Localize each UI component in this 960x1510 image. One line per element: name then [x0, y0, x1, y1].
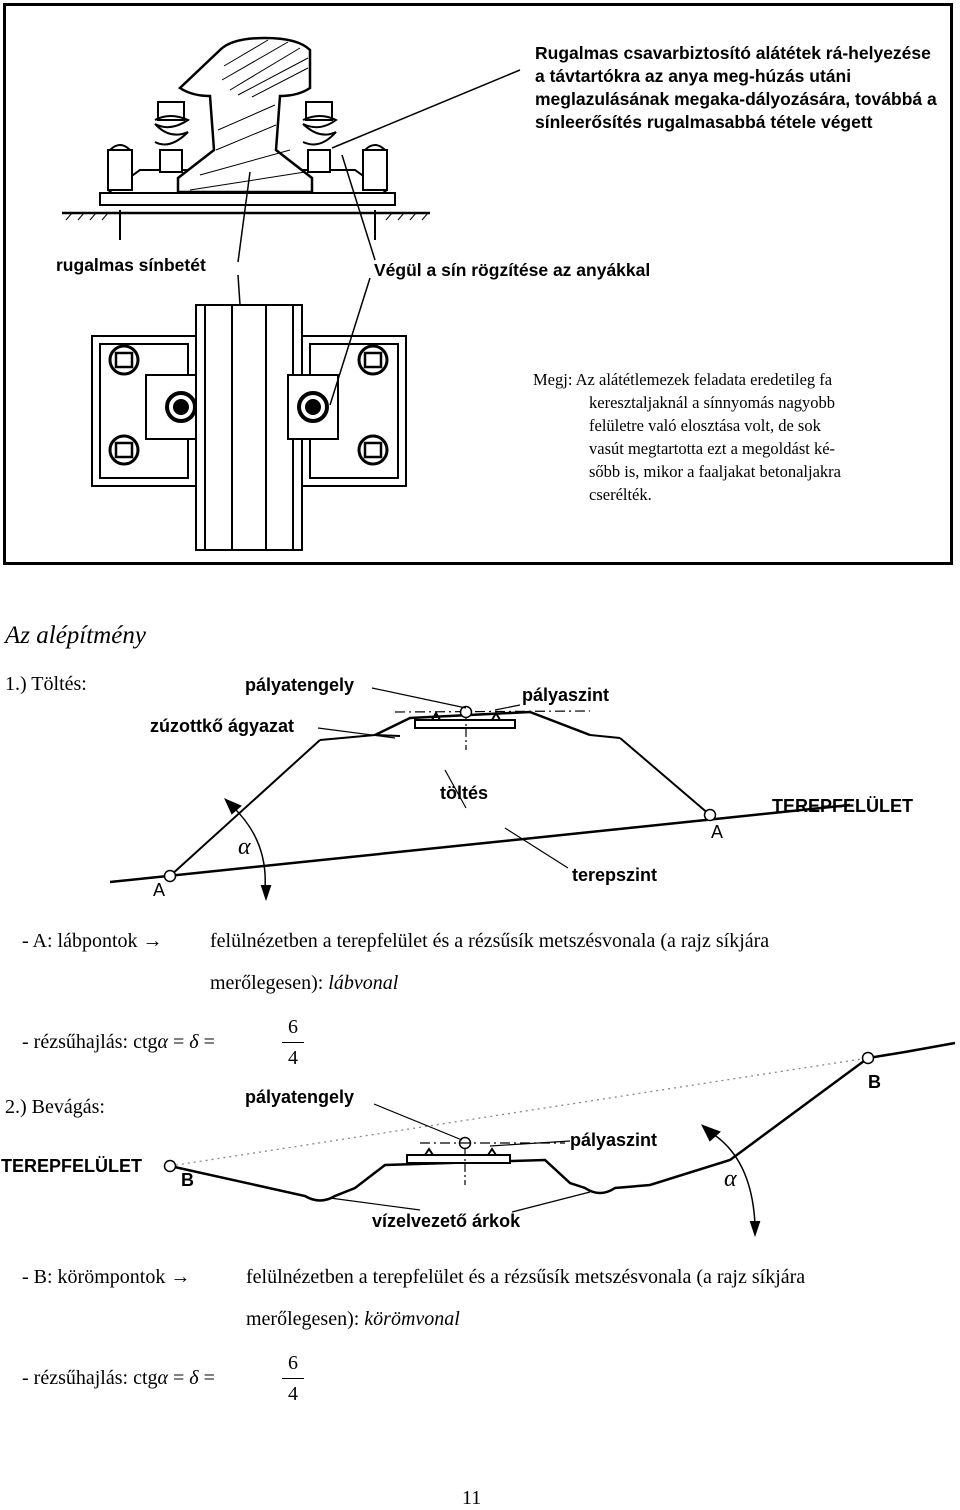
crest-points-line1: felülnézetben a terepfelület és a rézsűs… — [246, 1266, 806, 1288]
label-ballast: zúzottkő ágyazat — [150, 716, 295, 736]
slope-label: - rézsűhajlás: ctg — [22, 1367, 158, 1389]
cutting-drawing — [163, 1041, 956, 1238]
crest-line-text: merőlegesen): — [246, 1308, 365, 1330]
note-line: keresztaljaknál a sínnyomás nagyobb — [589, 393, 836, 412]
embankment-heading: 1.) Töltés: — [5, 673, 87, 695]
equals-sign: = — [203, 1367, 215, 1389]
label-terrain-surface: TEREPFELÜLET — [1, 1156, 143, 1176]
toe-points-line2: merőlegesen): lábvonal — [210, 962, 398, 1004]
label-drainage-ditches: vízelvezető árkok — [372, 1211, 521, 1231]
fraction-bar — [282, 1042, 304, 1043]
label-point-b: B — [181, 1170, 194, 1190]
toe-line-text: merőlegesen): — [210, 972, 329, 994]
equals-sign: = — [203, 1031, 215, 1053]
fraction-numerator: 6 — [288, 1016, 298, 1038]
slope-label: - rézsűhajlás: ctg — [22, 1031, 158, 1053]
label-alpha: α — [238, 834, 251, 860]
rail-cross-section-drawing — [62, 36, 521, 263]
section-title: Az alépítmény — [5, 622, 146, 649]
label-terrain-surface: TEREPFELÜLET — [772, 796, 914, 816]
figure-frame — [3, 3, 953, 565]
figure-note: Megj: Az alátétlemezek feladata eredetil… — [533, 368, 913, 506]
label-rubber-pad: rugalmas sínbetét — [56, 255, 206, 275]
label-point-a: A — [153, 880, 166, 900]
note-line: felületre való elosztása volt, de sok — [589, 416, 821, 435]
page-number: 11 — [462, 1487, 482, 1509]
fraction-numerator: 6 — [288, 1352, 298, 1374]
label-track-level: pályaszint — [522, 685, 610, 705]
alpha-symbol: α — [157, 1031, 169, 1053]
embankment-drawing — [109, 687, 851, 902]
fraction-denominator: 4 — [288, 1383, 298, 1405]
toe-points-line1: felülnézetben a terepfelület és a rézsűs… — [210, 930, 770, 952]
crest-line-term: körömvonal — [364, 1308, 460, 1330]
crest-points-line2: merőlegesen): körömvonal — [246, 1298, 460, 1340]
note-line: sőbb is, mikor a faaljakat betonaljakra — [589, 462, 841, 481]
label-track-level: pályaszint — [570, 1130, 658, 1150]
note-line: cserélték. — [589, 485, 652, 504]
cutting-heading: 2.) Bevágás: — [5, 1096, 105, 1118]
label-alpha: α — [724, 1166, 737, 1192]
rail-top-view-drawing — [91, 274, 407, 551]
slope-formula: - rézsűhajlás: ctgα = δ = — [22, 1367, 215, 1390]
crest-points-prefix: - B: körömpontok → — [22, 1266, 191, 1288]
equals-sign: = — [173, 1031, 185, 1053]
delta-symbol: δ — [189, 1031, 199, 1053]
delta-symbol: δ — [189, 1367, 199, 1389]
fraction-denominator: 4 — [288, 1047, 298, 1069]
label-embankment: töltés — [440, 783, 489, 803]
equals-sign: = — [173, 1367, 185, 1389]
label-final-fixing: Végül a sín rögzítése az anyákkal — [374, 260, 651, 280]
label-point-b: B — [868, 1072, 881, 1092]
label-terrain-level: terepszint — [572, 865, 658, 885]
toe-points-prefix: - A: lábpontok → — [22, 930, 163, 952]
fraction-bar — [282, 1378, 304, 1379]
toe-line-term: lábvonal — [328, 972, 399, 994]
fastening-caption: Rugalmas csavarbiztosító alátétek rá-hel… — [535, 43, 937, 132]
slope-formula: - rézsűhajlás: ctgα = δ = — [22, 1031, 215, 1054]
note-line: Megj: Az alátétlemezek feladata eredetil… — [533, 370, 833, 389]
label-point-a: A — [711, 822, 724, 842]
label-track-axis: pályatengely — [245, 675, 355, 695]
label-track-axis: pályatengely — [245, 1087, 355, 1107]
alpha-symbol: α — [157, 1367, 169, 1389]
note-line: vasút megtartotta ezt a megoldást ké- — [589, 439, 836, 458]
